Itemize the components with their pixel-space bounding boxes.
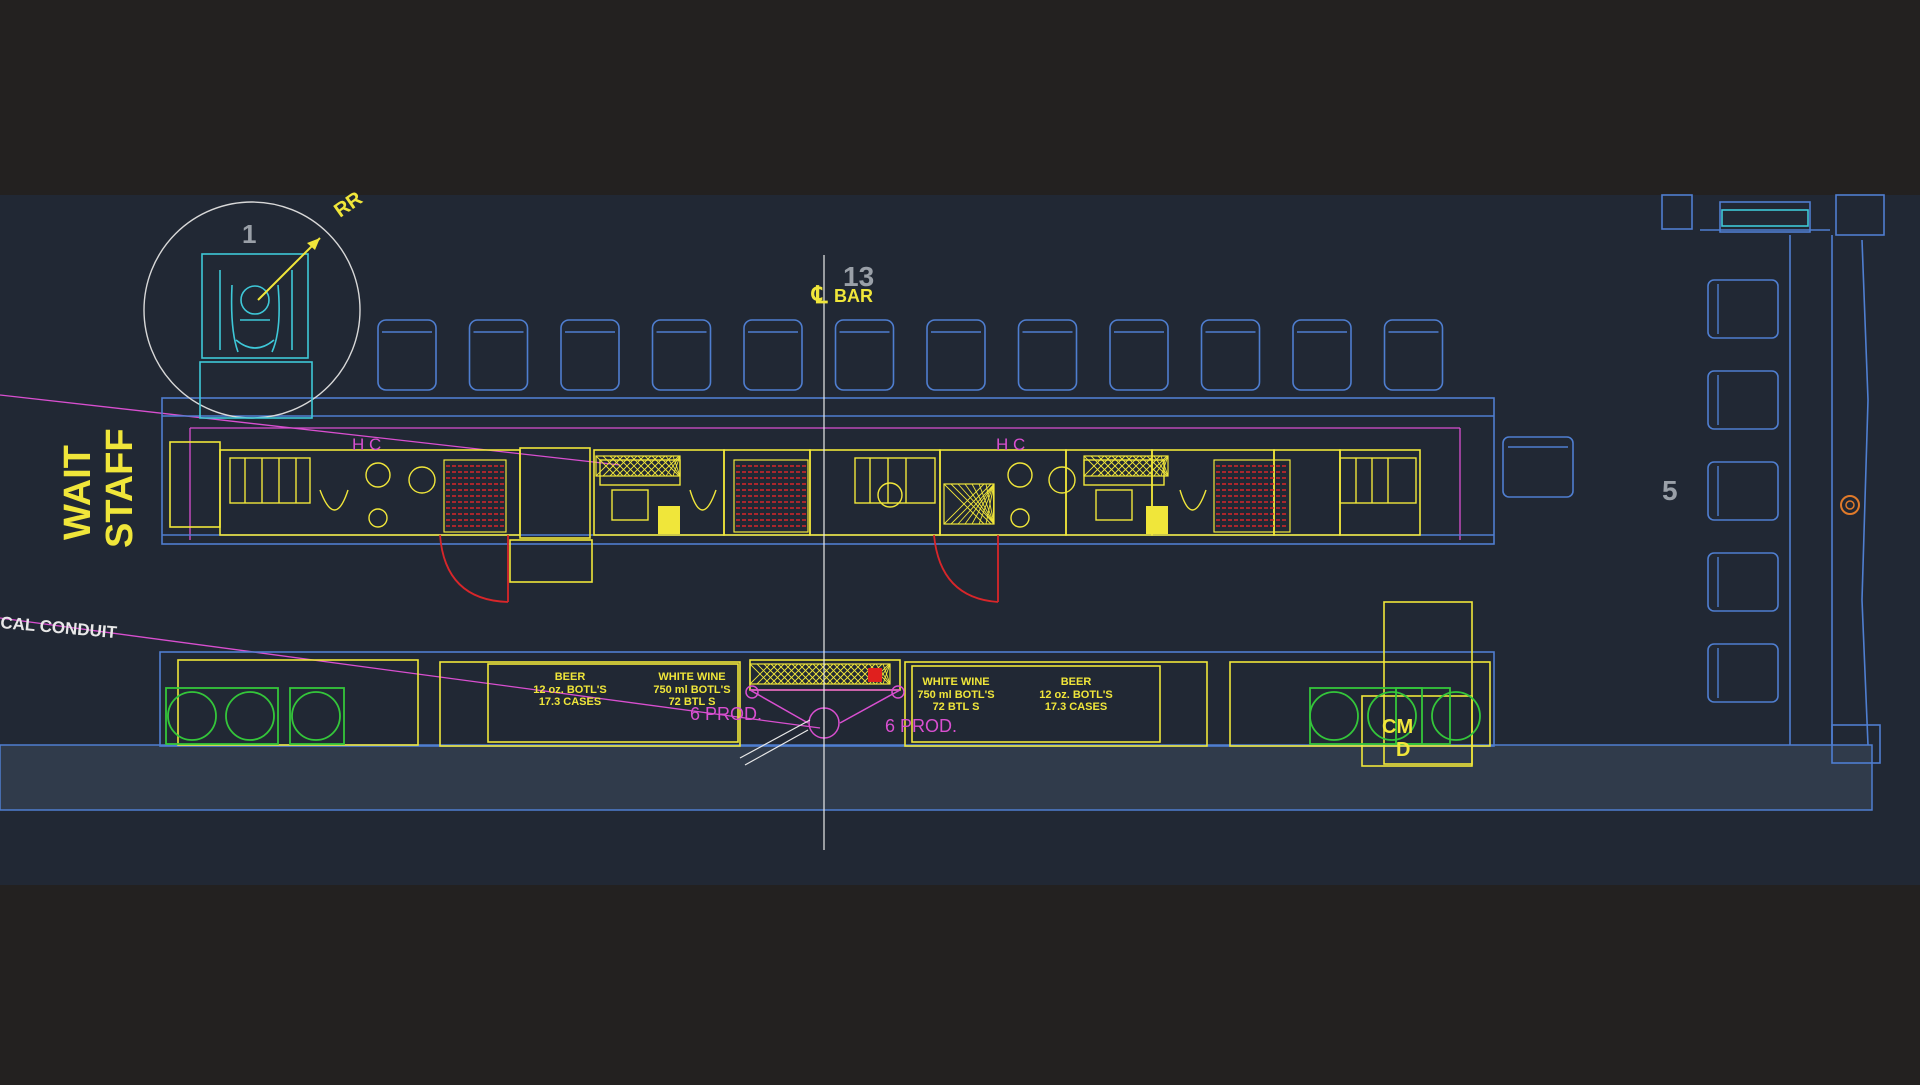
stool [377,319,437,391]
right-wine-line2: 72 BTL S [933,701,980,713]
staff-label: STAFF [99,428,141,548]
prod-left-label: 6 PROD. [690,704,762,724]
left-wine-line2: 72 BTL S [669,696,716,708]
stool [560,319,620,391]
cm-label: CM [1382,716,1413,738]
seat-number: 1 [242,219,256,249]
side-chairs [1707,279,1779,703]
hatch [595,455,681,477]
cooler-drum [1367,691,1417,741]
d-label: D [1396,739,1410,761]
centerline-symbol: ℄ [811,282,828,309]
column-number: 5 [1662,475,1678,506]
right-beer-line2: 17.3 CASES [1045,701,1107,713]
side-chair [1707,461,1779,521]
extra-chair [1502,436,1574,498]
accessible-arrow [257,237,321,301]
stool [468,319,529,391]
stool [1109,319,1169,391]
side-chair [1707,552,1779,612]
hc-right-label: H C [996,435,1025,454]
service-lines [739,719,811,766]
side-chair [1707,279,1779,339]
floor-band [0,744,1873,811]
right-beer-line1: 12 oz. BOTL'S [1039,689,1113,701]
door-swings [439,534,999,603]
green-coolers [165,687,1481,745]
cooler-drum [1431,691,1481,741]
rack [443,459,507,533]
cabinet-labels: BEER 12 oz. BOTL'S 17.3 CASES WHITE WINE… [533,671,1113,713]
cooler [289,687,345,745]
dispenser [745,685,905,739]
side-chair [1707,370,1779,430]
bottle-racks [443,459,1291,533]
bar-stools [377,319,1444,391]
red-valve [868,668,882,682]
stool [834,319,895,391]
left-wine-line1: 750 ml BOTL'S [653,684,730,696]
left-wine-title: WHITE WINE [658,671,725,683]
hatch [1083,455,1169,477]
column-marker [1840,495,1860,515]
cooler-drum [1309,691,1359,741]
stool [926,319,986,391]
left-beer-line1: 12 oz. BOTL'S [533,684,607,696]
stool [1292,319,1352,391]
sink-details [229,457,1417,528]
left-beer-line2: 17.3 CASES [539,696,601,708]
rack [1213,459,1291,533]
cooler-drum [225,691,275,741]
right-wine-line1: 750 ml BOTL'S [917,689,994,701]
right-beer-title: BEER [1061,676,1092,688]
equipment-blocks [658,506,1168,534]
rack [733,459,809,533]
stool [1200,319,1261,391]
conduit-lines [0,394,1461,729]
underbar-equipment [169,441,1421,583]
cooler-drum [167,691,217,741]
stool [1017,319,1078,391]
grid-number: 13 [843,261,874,292]
cooler [165,687,279,745]
bar-label: BAR [834,286,873,306]
cooler [1395,687,1451,745]
wheelchair-icon [219,270,293,353]
left-beer-title: BEER [555,671,586,683]
hc-left-label: H C [352,435,381,454]
side-chair [1707,643,1779,703]
wait-label: WAIT [57,445,99,540]
right-wine-title: WHITE WINE [922,676,989,688]
stool [651,319,712,391]
hatch [943,483,995,525]
cooler-drum [291,691,341,741]
stool [1383,319,1444,391]
prod-right-label: 6 PROD. [885,716,957,736]
stool [743,319,803,391]
right-wall [1661,194,1885,764]
